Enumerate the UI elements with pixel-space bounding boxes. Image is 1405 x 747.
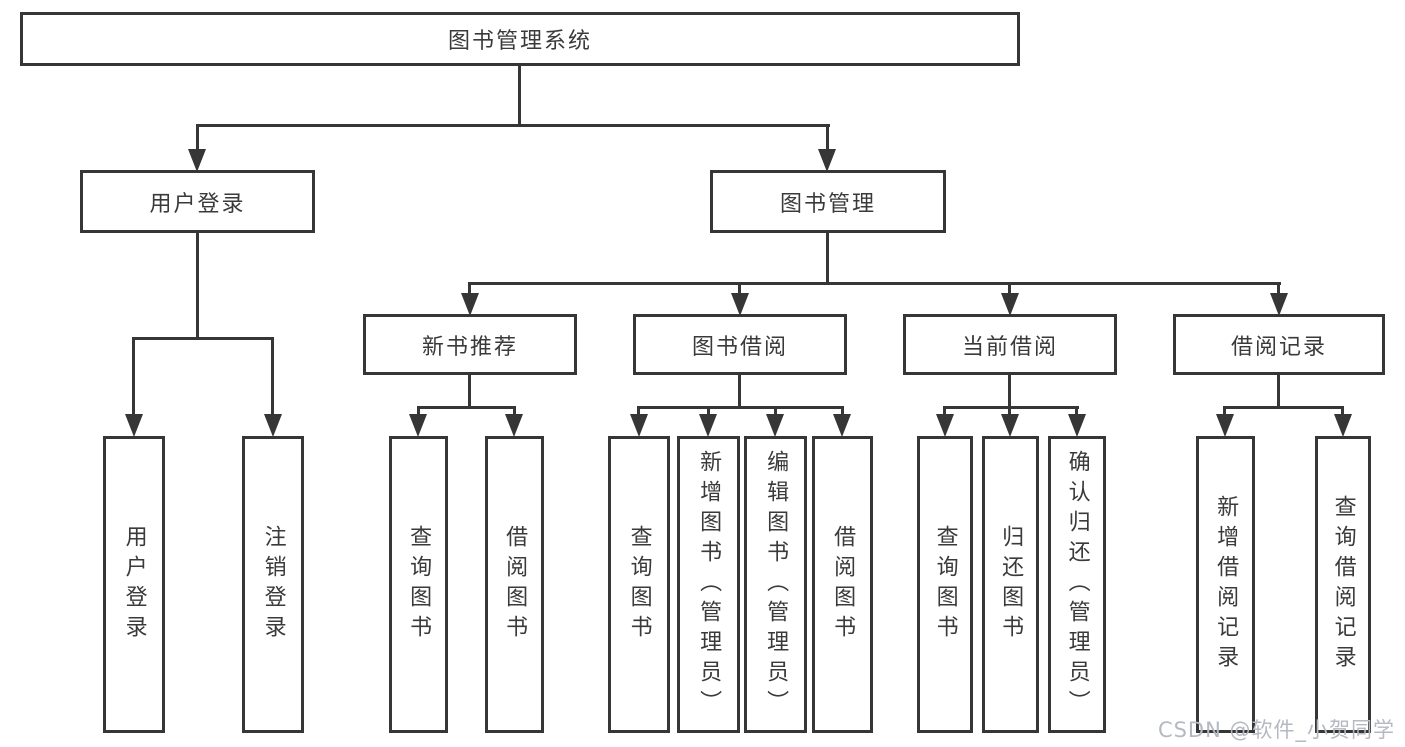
arrowhead-down (1216, 414, 1234, 437)
node-book-borrow-label: 图书借阅 (691, 334, 788, 360)
connector-root-bar (196, 124, 830, 127)
leaf-edit-book-admin-label: 编辑图书（管理员） (763, 449, 789, 720)
connector-mgmt-bar (469, 282, 1281, 285)
arrowhead-down (1001, 293, 1019, 316)
leaf-query-books-1-label: 查询图书 (406, 524, 432, 645)
connector-newbook-stem (468, 373, 471, 409)
arrowhead-down (766, 414, 784, 437)
node-user-login-group: 用户登录 (80, 170, 315, 233)
arrowhead-down (188, 149, 206, 172)
leaf-add-borrow-record: 新增借阅记录 (1196, 436, 1255, 733)
leaf-query-borrow-record: 查询借阅记录 (1315, 436, 1371, 733)
connector-records-stem (1277, 373, 1280, 409)
arrowhead-down (1270, 293, 1288, 316)
leaf-borrow-books-2-label: 借阅图书 (830, 524, 856, 645)
connector-newbook-drop-1 (417, 406, 420, 416)
node-current-borrow: 当前借阅 (903, 314, 1117, 375)
connector-borrow-bar (637, 406, 844, 409)
arrowhead-down (461, 293, 479, 316)
connector-newbook-drop-2 (513, 406, 516, 416)
node-book-borrow: 图书借阅 (633, 314, 847, 375)
leaf-user-login-label: 用户登录 (121, 524, 147, 645)
arrowhead-down (1001, 414, 1019, 437)
leaf-edit-book-admin: 编辑图书（管理员） (744, 436, 807, 733)
leaf-return-books-label: 归还图书 (998, 524, 1024, 645)
arrowhead-down (125, 414, 143, 437)
leaf-query-books-2: 查询图书 (608, 436, 670, 733)
leaf-add-borrow-record-label: 新增借阅记录 (1213, 494, 1239, 675)
connector-borrow-drop-3 (774, 406, 777, 416)
connector-current-drop-2 (1008, 406, 1011, 416)
connector-login-drop-left (132, 337, 135, 416)
arrowhead-down (264, 414, 282, 437)
connector-newbook-bar (417, 406, 516, 409)
arrowhead-down (505, 414, 523, 437)
leaf-add-book-admin: 新增图书（管理员） (677, 436, 740, 733)
connector-current-drop-3 (1075, 406, 1078, 416)
arrowhead-down (630, 414, 648, 437)
node-new-book-rec-label: 新书推荐 (421, 334, 518, 360)
arrowhead-down (833, 414, 851, 437)
connector-mgmt-drop-1 (468, 282, 471, 295)
connector-borrow-stem (738, 373, 741, 409)
node-book-mgmt: 图书管理 (710, 170, 946, 233)
node-current-borrow-label: 当前借阅 (961, 334, 1058, 360)
connector-mgmt-drop-2 (738, 282, 741, 295)
arrowhead-down (699, 414, 717, 437)
connector-records-drop-2 (1341, 406, 1344, 416)
connector-current-drop-1 (943, 406, 946, 416)
leaf-add-book-admin-label: 新增图书（管理员） (696, 449, 722, 720)
node-root-label: 图书管理系统 (447, 29, 592, 54)
arrowhead-down (1068, 414, 1086, 437)
node-user-login-group-label: 用户登录 (149, 191, 246, 217)
leaf-borrow-books-1: 借阅图书 (485, 436, 544, 733)
node-root: 图书管理系统 (20, 12, 1020, 66)
connector-root-drop-right (826, 124, 829, 152)
arrowhead-down (409, 414, 427, 437)
connector-mgmt-stem (826, 231, 829, 284)
connector-current-stem (1008, 373, 1011, 409)
arrowhead-down (731, 293, 749, 316)
connector-borrow-drop-4 (841, 406, 844, 416)
node-new-book-rec: 新书推荐 (363, 314, 577, 375)
node-borrow-records-label: 借阅记录 (1230, 334, 1327, 360)
node-book-mgmt-label: 图书管理 (779, 191, 876, 217)
leaf-logout-label: 注销登录 (260, 524, 286, 645)
leaf-query-books-3-label: 查询图书 (932, 524, 958, 645)
connector-current-bar (943, 406, 1079, 409)
connector-records-drop-1 (1223, 406, 1226, 416)
leaf-confirm-return-admin: 确认归还（管理员） (1048, 436, 1106, 733)
leaf-query-books-1: 查询图书 (389, 436, 448, 733)
node-borrow-records: 借阅记录 (1173, 314, 1385, 375)
leaf-query-books-2-label: 查询图书 (626, 524, 652, 645)
connector-mgmt-drop-3 (1008, 282, 1011, 295)
leaf-borrow-books-2: 借阅图书 (812, 436, 873, 733)
connector-borrow-drop-2 (707, 406, 710, 416)
arrowhead-down (1334, 414, 1352, 437)
leaf-logout: 注销登录 (242, 436, 304, 733)
connector-root-drop-left (196, 124, 199, 152)
connector-login-drop-right (271, 337, 274, 416)
arrowhead-down (936, 414, 954, 437)
csdn-watermark: CSDN @软件_小贺同学 (1157, 718, 1395, 742)
connector-login-bar (132, 337, 274, 340)
leaf-confirm-return-admin-label: 确认归还（管理员） (1064, 449, 1090, 720)
arrowhead-down (818, 149, 836, 172)
leaf-query-books-3: 查询图书 (917, 436, 973, 733)
connector-login-stem (196, 231, 199, 340)
leaf-user-login: 用户登录 (103, 436, 165, 733)
connector-borrow-drop-1 (637, 406, 640, 416)
leaf-return-books: 归还图书 (982, 436, 1039, 733)
connector-records-bar (1223, 406, 1344, 409)
connector-mgmt-drop-4 (1277, 282, 1280, 295)
leaf-borrow-books-1-label: 借阅图书 (502, 524, 528, 645)
leaf-query-borrow-record-label: 查询借阅记录 (1330, 494, 1356, 675)
connector-root-stem (518, 66, 521, 126)
